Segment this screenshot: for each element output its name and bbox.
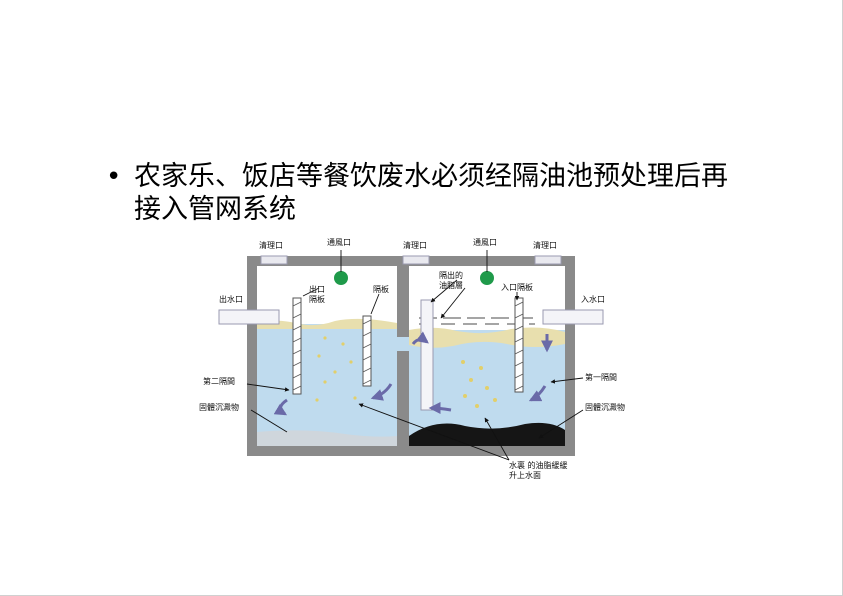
bullet-point-icon: • (106, 162, 122, 192)
label-baffle: 隔板 (373, 284, 389, 294)
label-vent-right: 通風口 (473, 237, 497, 247)
label-first-compartment: 第一隔間 (585, 372, 617, 382)
bullet-text: 农家乐、饭店等餐饮废水必须经隔油池预处理后再接入管网系统 (134, 161, 728, 225)
pipes (218, 299, 604, 411)
label-solids-left: 固體沉澱物 (199, 402, 239, 412)
vent-left-icon (334, 271, 348, 285)
label-inlet: 入水口 (581, 294, 605, 304)
label-cleanout-mid: 清理口 (403, 240, 427, 250)
sludge (257, 422, 565, 446)
label-inlet-baffle: 入口隔板 (501, 282, 533, 292)
label-outlet-baffle: 出口隔板 (309, 284, 325, 304)
label-cleanout-right: 清理口 (533, 240, 557, 250)
flow-arrows (273, 331, 553, 416)
grease-trap-diagram: 清理口 通風口 清理口 通風口 清理口 出水口 出口隔板 隔板 隔出的油脂層 入… (199, 237, 625, 480)
label-solids-right: 固體沉澱物 (585, 402, 625, 412)
label-oil-rising: 水裏 的油脂緩緩升上水面 (509, 460, 568, 480)
label-second-compartment: 第二隔間 (203, 376, 235, 386)
baffles (292, 297, 524, 395)
label-separated-oil: 隔出的油脂層 (439, 270, 463, 290)
label-outlet: 出水口 (219, 294, 243, 304)
oil-droplets (315, 336, 497, 408)
cleanout-lids (260, 255, 562, 265)
vent-right-icon (480, 271, 494, 285)
leader-lines (246, 250, 584, 461)
label-vent-left: 通風口 (327, 237, 351, 247)
oil-layer (257, 317, 565, 348)
label-cleanout-left: 清理口 (259, 240, 283, 250)
